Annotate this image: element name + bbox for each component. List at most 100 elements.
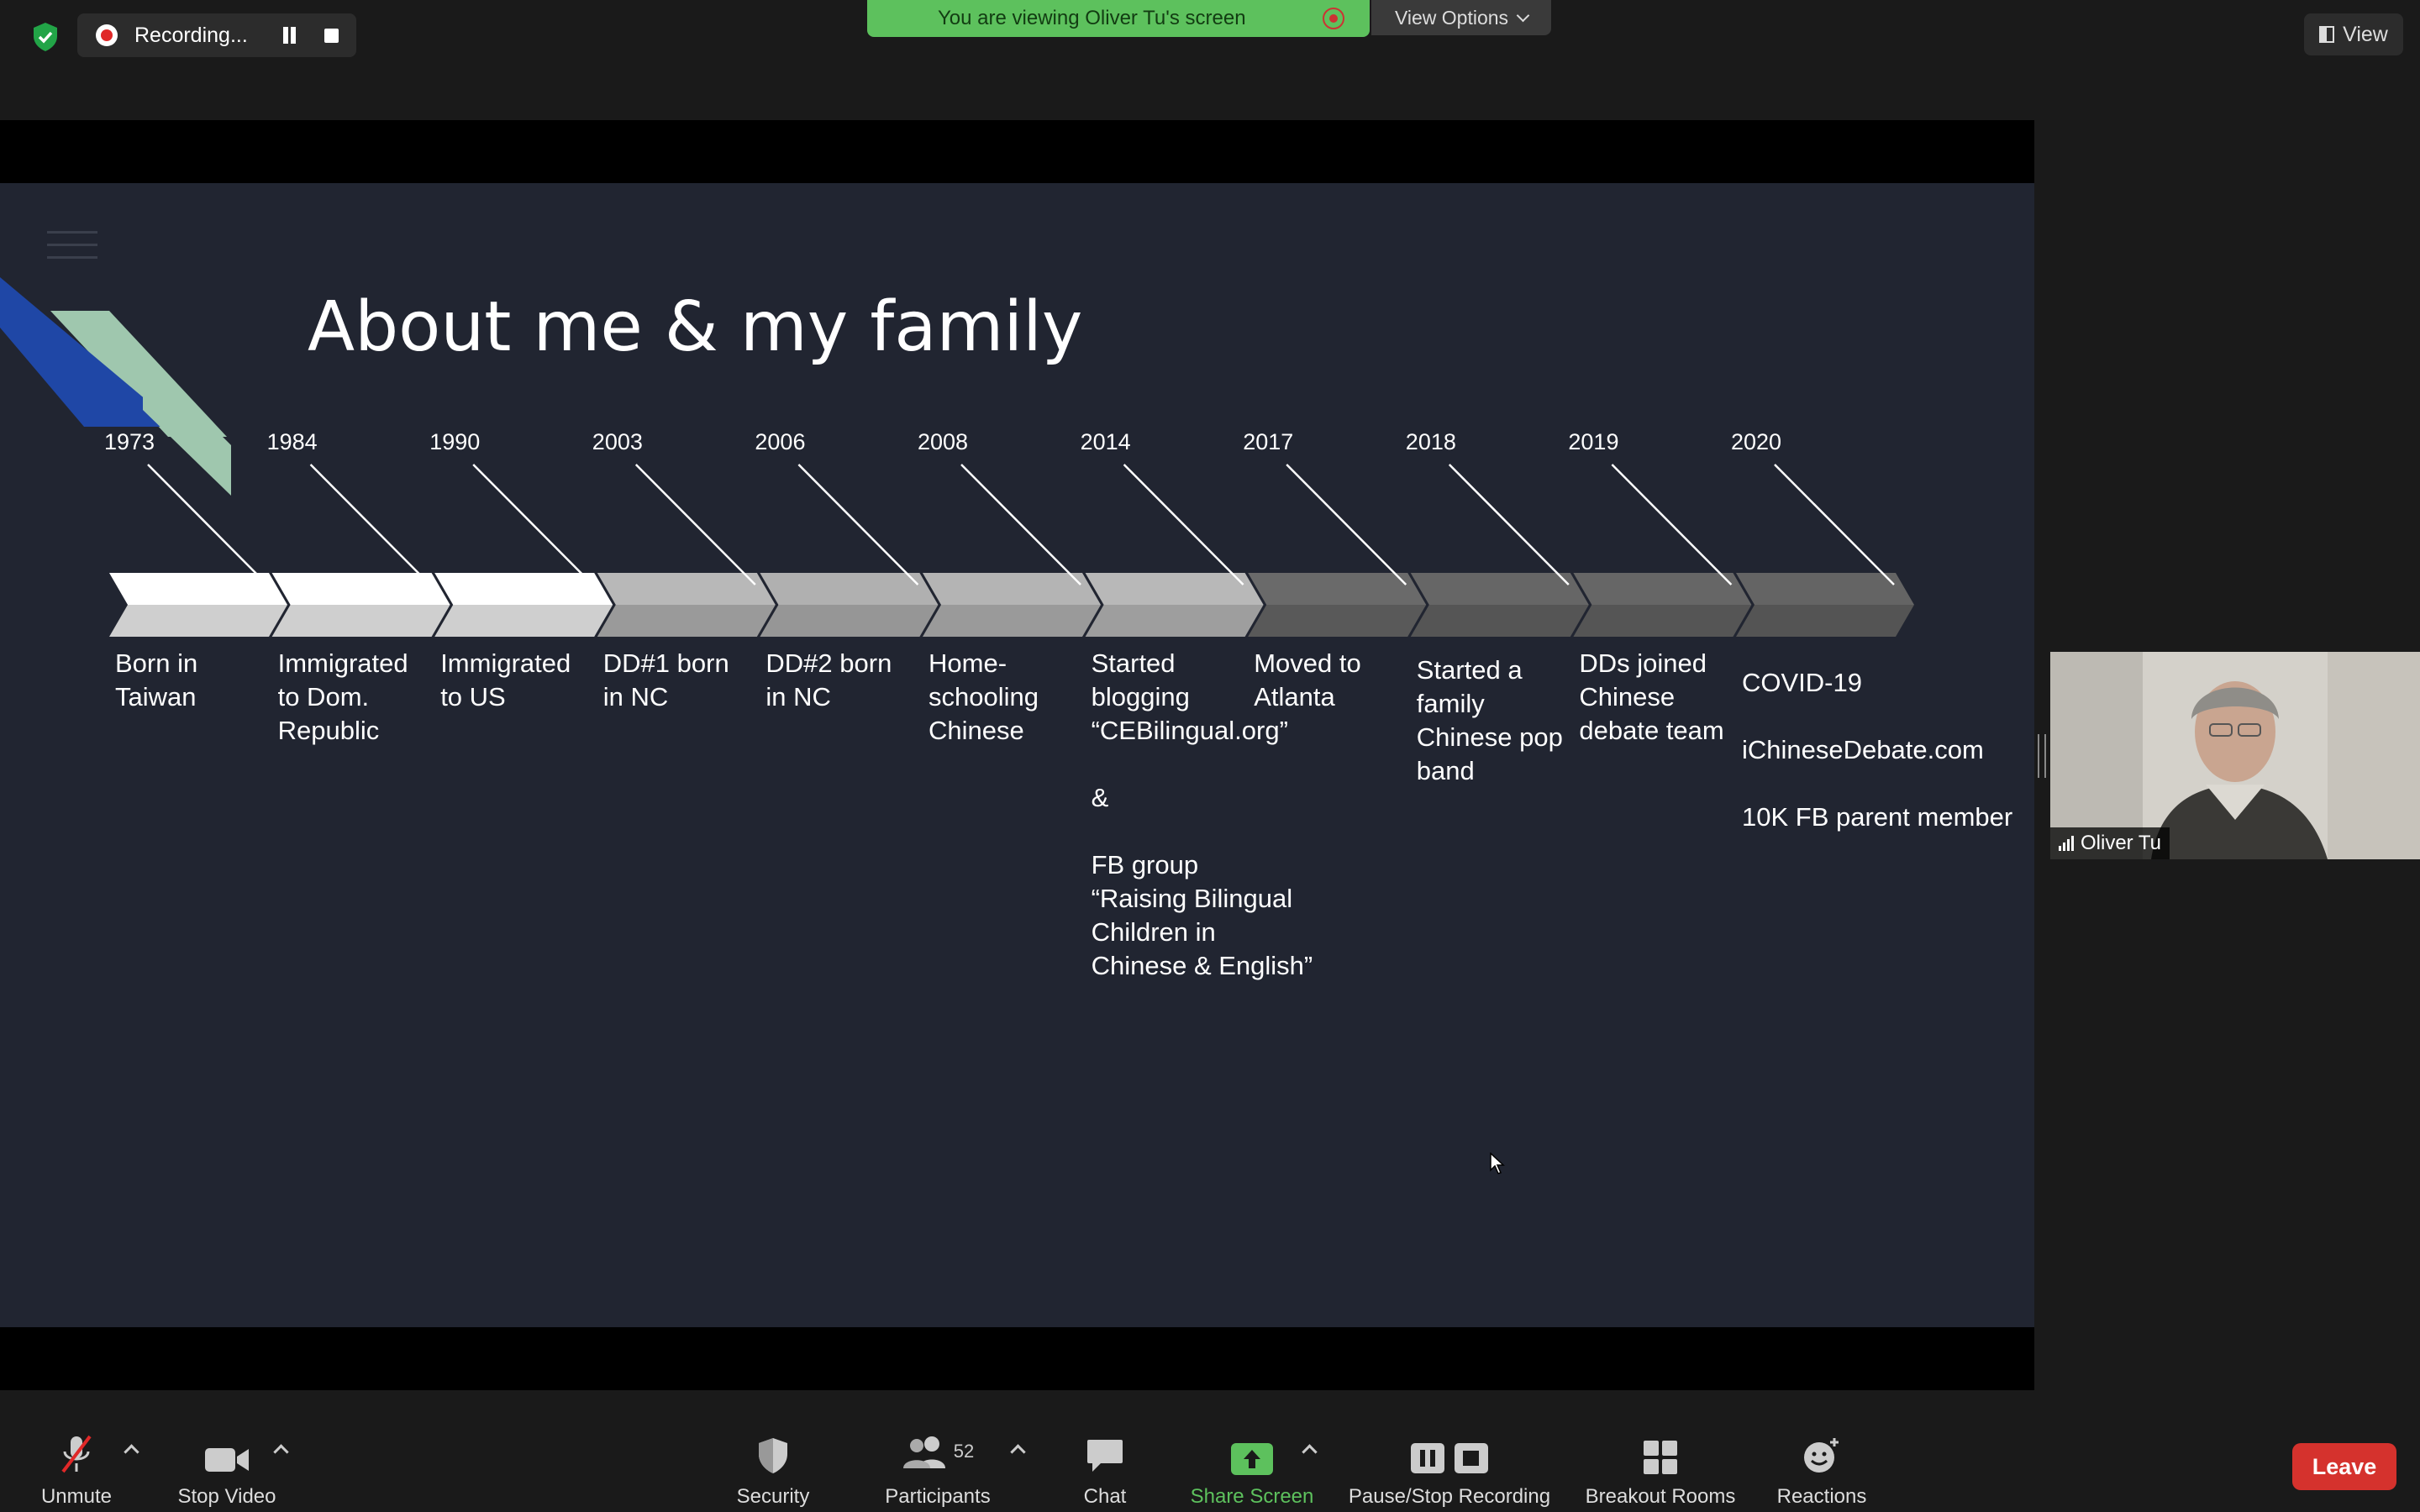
reactions-button[interactable]: Reactions xyxy=(1771,1421,1872,1512)
timeline-event: Immigrated to Dom. Republic xyxy=(277,648,408,745)
view-options-label: View Options xyxy=(1394,6,1509,29)
participant-video-image xyxy=(2050,652,2420,859)
timeline-year: 2020 xyxy=(1731,429,1782,454)
timeline-chevron-bottom xyxy=(1248,605,1427,637)
timeline-chevron-top xyxy=(923,573,1101,605)
timeline-event: Moved to Atlanta xyxy=(1254,648,1361,711)
share-screen-button[interactable]: Share Screen xyxy=(1183,1421,1321,1512)
recording-indicator: Recording... xyxy=(77,13,356,57)
security-button[interactable]: Security xyxy=(721,1421,825,1512)
stop-video-button[interactable]: Stop Video xyxy=(168,1421,286,1512)
mouse-cursor-icon xyxy=(1490,1152,1505,1174)
timeline-pointer-line xyxy=(1611,464,1733,585)
participant-name: Oliver Tu xyxy=(2081,832,2162,854)
timeline-chevron-bottom xyxy=(760,605,939,637)
timeline-year: 1990 xyxy=(429,429,481,454)
viewing-screen-text: You are viewing Oliver Tu's screen xyxy=(938,7,1246,29)
view-label: View xyxy=(2343,22,2388,46)
timeline-chevron-top xyxy=(1573,573,1752,605)
view-options-button[interactable]: View Options xyxy=(1371,0,1551,35)
stop-recording-icon[interactable] xyxy=(324,28,339,43)
stop-video-label: Stop Video xyxy=(177,1485,276,1508)
timeline-chevron-bottom xyxy=(109,605,287,637)
recording-label: Recording... xyxy=(134,23,248,47)
timeline-pointer-line xyxy=(1774,464,1895,585)
timeline-year: 2018 xyxy=(1405,429,1456,454)
timeline-pointer-line xyxy=(634,464,756,585)
timeline-chevron-bottom xyxy=(923,605,1101,637)
participants-icon xyxy=(902,1436,945,1468)
signal-strength-icon xyxy=(2059,836,2074,851)
view-button[interactable]: View xyxy=(2304,13,2403,55)
breakout-rooms-label: Breakout Rooms xyxy=(1585,1485,1736,1508)
timeline-event: DD#2 born in NC xyxy=(765,648,892,711)
decorative-chevron-graphic xyxy=(0,277,231,496)
timeline-graphic xyxy=(109,464,1914,637)
timeline-event: Started a family Chinese pop band xyxy=(1416,655,1563,785)
video-camera-icon xyxy=(205,1448,249,1472)
timeline-pointer-line xyxy=(147,464,268,585)
timeline-event: DDs joined Chinese debate team xyxy=(1579,648,1724,745)
timeline-chevron-bottom xyxy=(271,605,450,637)
security-label: Security xyxy=(736,1485,810,1508)
timeline-year: 2006 xyxy=(755,429,806,454)
timeline-pointer-line xyxy=(472,464,594,585)
unmute-button[interactable]: Unmute xyxy=(27,1421,126,1512)
record-dot-icon xyxy=(96,24,118,46)
layout-view-icon xyxy=(2319,26,2335,43)
encryption-shield-icon[interactable] xyxy=(29,20,62,54)
timeline-chevron-top xyxy=(434,573,613,605)
breakout-rooms-button[interactable]: Breakout Rooms xyxy=(1580,1421,1741,1512)
share-screen-icon xyxy=(1231,1443,1273,1475)
unmute-label: Unmute xyxy=(40,1485,113,1508)
timeline-event: Home- schooling Chinese xyxy=(929,648,1039,745)
meeting-top-bar: Recording... You are viewing Oliver Tu's… xyxy=(0,0,2420,72)
panel-resize-handle[interactable] xyxy=(2038,734,2046,778)
timeline-pointer-line xyxy=(309,464,431,585)
timeline-year: 1973 xyxy=(104,429,155,454)
participants-label: Participants xyxy=(885,1485,991,1508)
timeline-pointer-line xyxy=(1123,464,1244,585)
participant-name-tag: Oliver Tu xyxy=(2050,827,2170,859)
timeline-chevron-top xyxy=(1736,573,1914,605)
meeting-controls-toolbar: Unmute Stop Video Security xyxy=(0,1421,2420,1512)
timeline-year: 2017 xyxy=(1243,429,1294,454)
pause-stop-recording-button[interactable]: Pause/Stop Recording xyxy=(1343,1421,1556,1512)
timeline-pointer-line xyxy=(797,464,919,585)
timeline-chevron-bottom xyxy=(1736,605,1914,637)
breakout-rooms-grid-icon xyxy=(1644,1441,1677,1474)
participant-video-thumbnail[interactable]: Oliver Tu xyxy=(2050,652,2420,859)
timeline-chevron-top xyxy=(760,573,939,605)
audio-options-caret-icon[interactable] xyxy=(124,1444,139,1460)
leave-button[interactable]: Leave xyxy=(2292,1443,2396,1490)
slide-title: About me & my family xyxy=(308,287,1083,367)
pause-recording-icon[interactable] xyxy=(281,27,299,44)
timeline-year: 1984 xyxy=(266,429,318,454)
timeline-chevron-bottom xyxy=(1410,605,1589,637)
pause-stop-recording-label: Pause/Stop Recording xyxy=(1348,1485,1551,1508)
timeline-chevron-top xyxy=(597,573,776,605)
timeline-year: 2019 xyxy=(1568,429,1619,454)
chat-bubble-icon xyxy=(1087,1440,1123,1472)
chat-button[interactable]: Chat xyxy=(1067,1421,1143,1512)
timeline-pointer-line xyxy=(1286,464,1407,585)
timeline-event: Born in Taiwan xyxy=(115,648,198,711)
timeline-event: Started blogging “CEBilingual.org” & FB … xyxy=(1091,648,1313,980)
participants-button[interactable]: 52 Participants xyxy=(874,1421,1002,1512)
timeline-event: COVID-19 iChineseDebate.com 10K FB paren… xyxy=(1742,668,2013,832)
timeline-event: Immigrated to US xyxy=(440,648,571,711)
timeline-chevron-top xyxy=(109,573,287,605)
timeline-chevron-bottom xyxy=(1573,605,1752,637)
reactions-smiley-icon xyxy=(1804,1438,1839,1473)
timeline-event: DD#1 born in NC xyxy=(602,648,729,711)
participants-options-caret-icon[interactable] xyxy=(1010,1444,1026,1460)
timeline-chevron-top xyxy=(1085,573,1264,605)
timeline-chevron-bottom xyxy=(434,605,613,637)
chevron-down-icon xyxy=(1516,8,1530,22)
pause-stop-recording-icon xyxy=(1411,1443,1488,1473)
timeline-chevron-top xyxy=(1248,573,1427,605)
timeline-year: 2003 xyxy=(592,429,643,454)
reactions-label: Reactions xyxy=(1776,1485,1867,1508)
